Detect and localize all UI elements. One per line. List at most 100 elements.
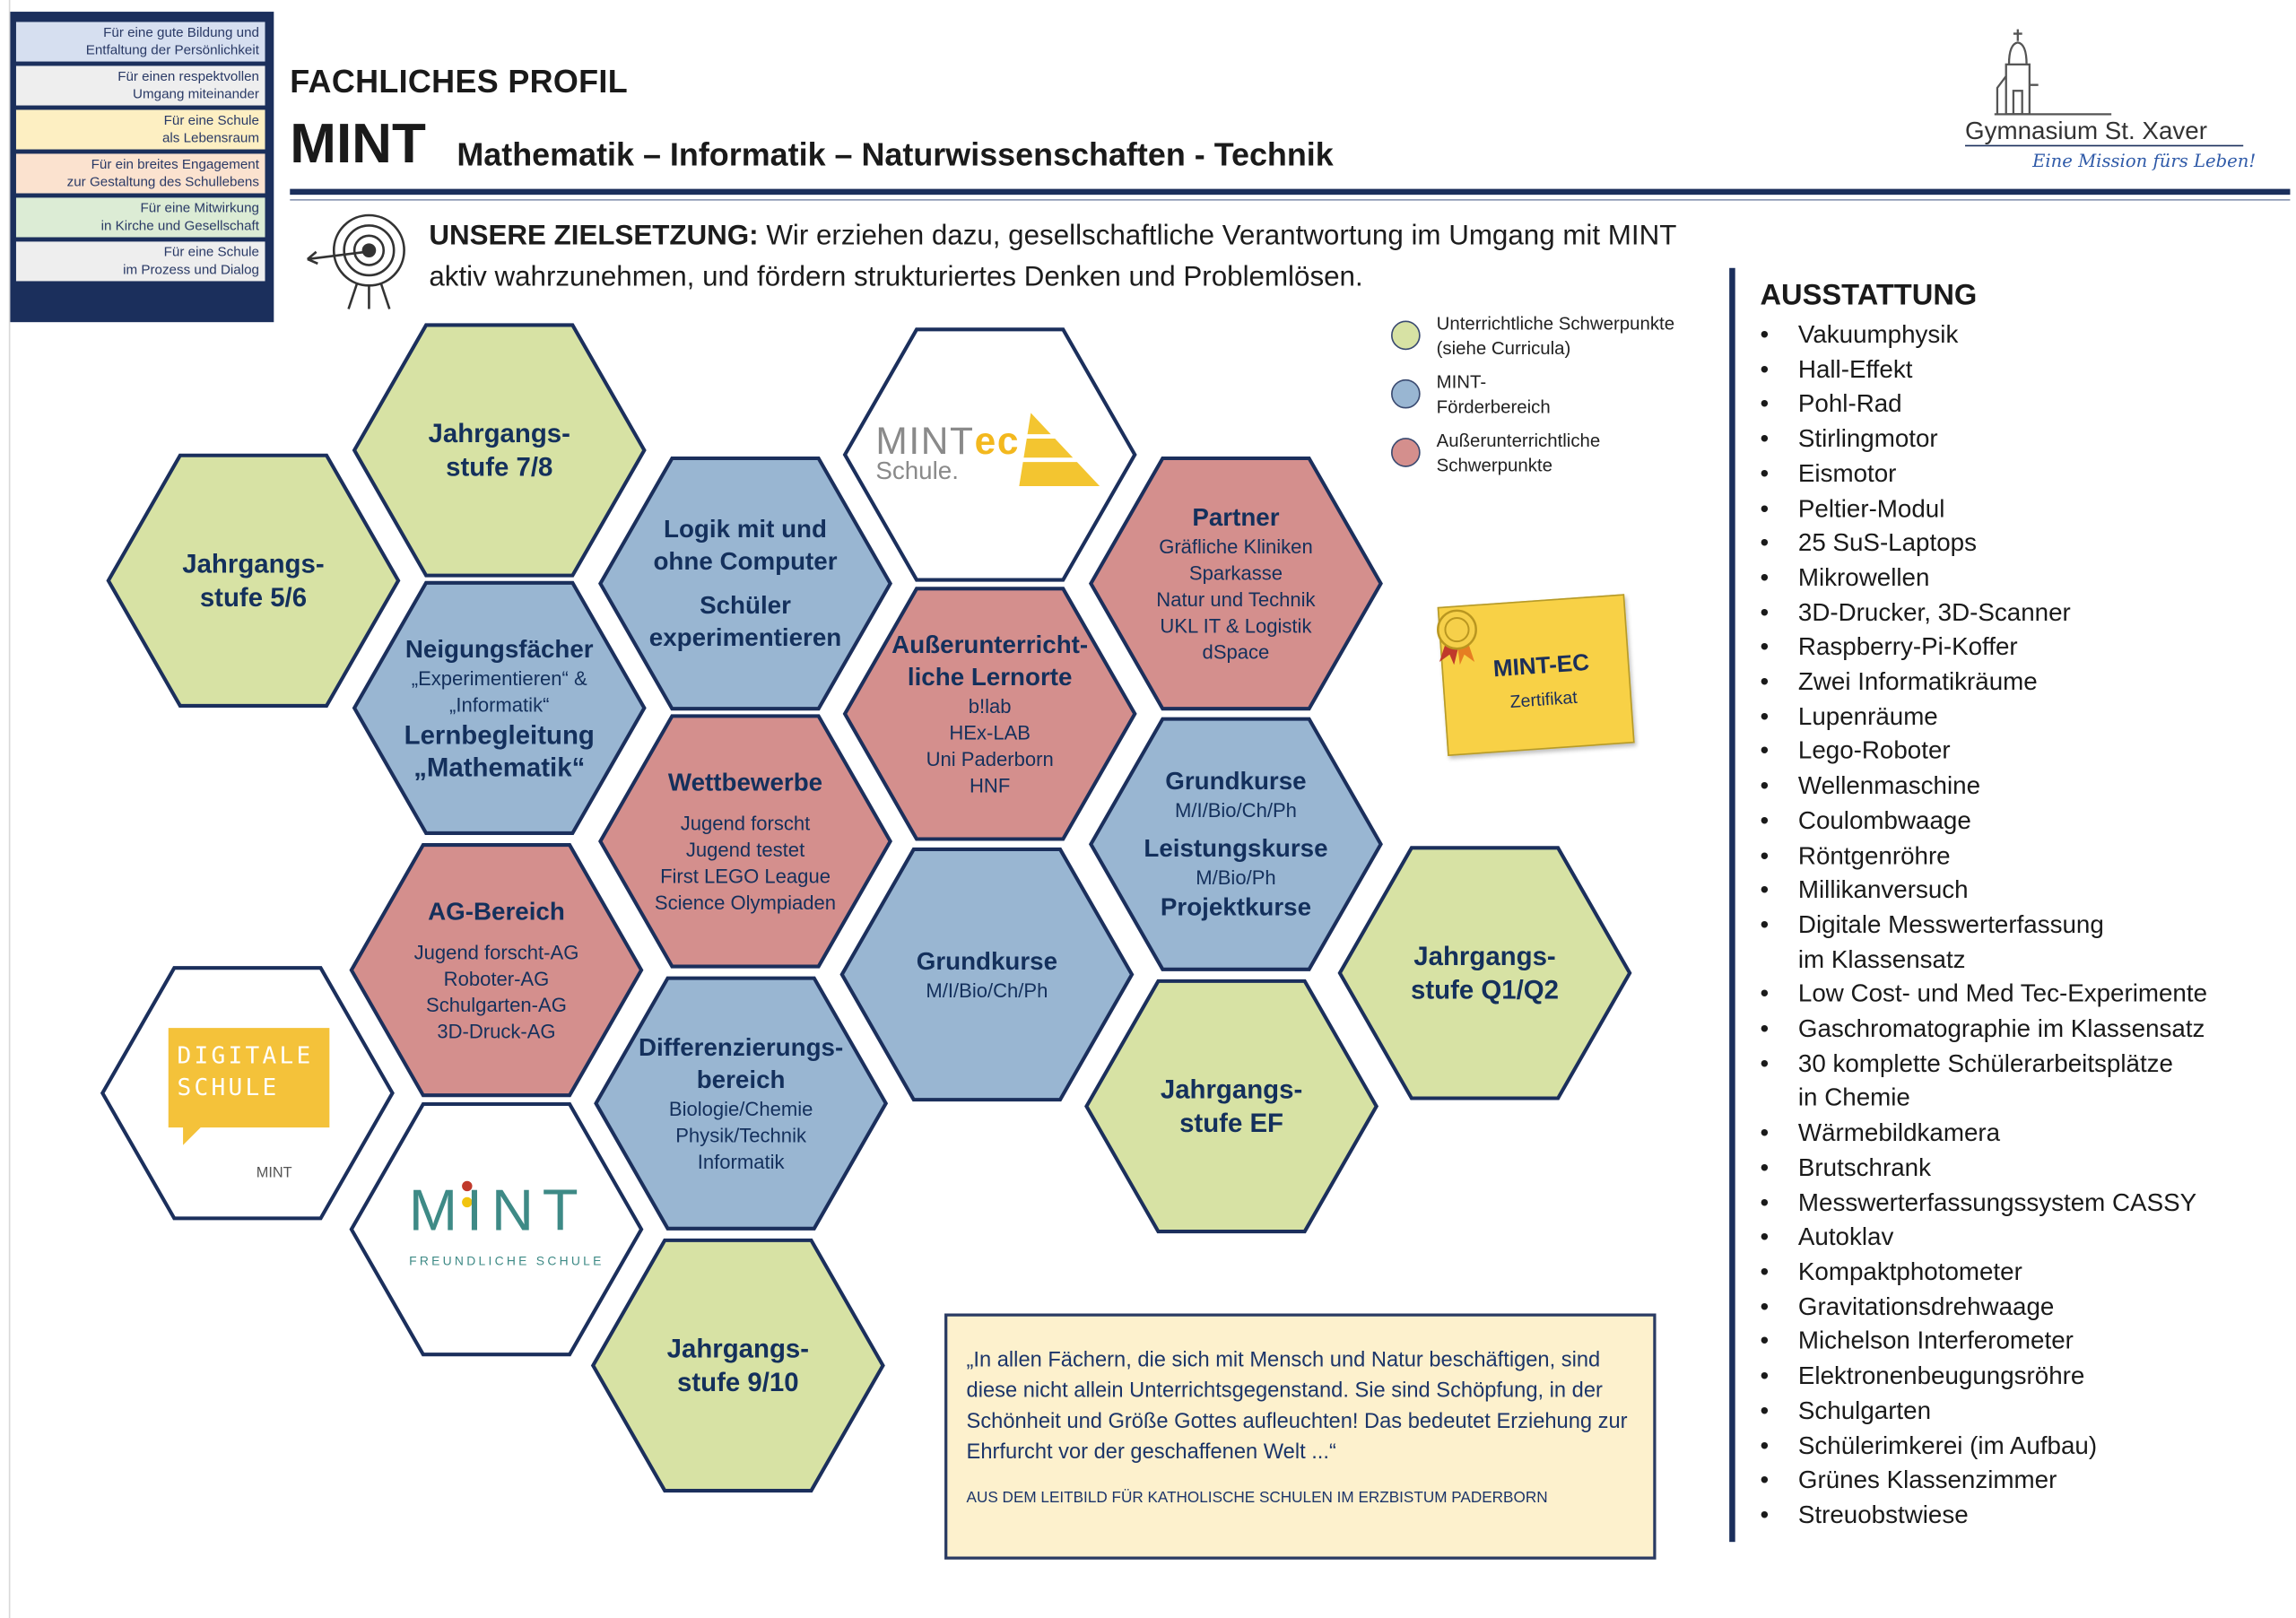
page-subtitle: FACHLICHES PROFIL: [290, 63, 628, 100]
school-motto: Eine Mission fürs Leben!: [2032, 151, 2257, 172]
equipment-item: Lupenräume: [1760, 700, 2207, 735]
hex-title: Jahrgangs- stufe 5/6: [182, 548, 325, 612]
equipment-item: Pohl-Rad: [1760, 387, 2207, 422]
equipment-item: Raspberry-Pi-Koffer: [1760, 631, 2207, 665]
header-rule-thin: [290, 199, 2291, 201]
mint-wordmark: MINT: [408, 1179, 587, 1244]
hex-item: Uni Paderborn: [926, 747, 1054, 770]
equipment-item: Autoklav: [1760, 1220, 2207, 1255]
page-title-rest: Mathematik – Informatik – Naturwissensch…: [457, 135, 1334, 173]
legend-swatch: [1391, 320, 1421, 351]
hex-item: Jugend testet: [685, 838, 805, 861]
equipment-item: Wellenmaschine: [1760, 769, 2207, 804]
hex-item: M/I/Bio/Ch/Ph: [926, 979, 1048, 1001]
legend-label: (siehe Curricula): [1436, 338, 1571, 359]
award-rosette-icon: [1437, 609, 1477, 665]
church-logo-icon: [1994, 29, 2112, 116]
school-name: Gymnasium St. Xaver: [1965, 117, 2207, 145]
hex-title: Differenzierungs- bereich: [638, 1032, 844, 1093]
hex-title: Jahrgangs- stufe 9/10: [666, 1333, 810, 1396]
hex-title: Grundkurse: [1165, 766, 1307, 795]
equipment-title: AUSSTATTUNG: [1760, 279, 1978, 312]
equipment-item: 3D-Drucker, 3D-Scanner: [1760, 596, 2207, 631]
equipment-item: Röntgenröhre: [1760, 839, 2207, 874]
equipment-item: Wärmebildkamera: [1760, 1116, 2207, 1151]
hex-grundkurse: Grundkurse M/I/Bio/Ch/Ph: [839, 847, 1135, 1102]
equipment-item: Vakuumphysik: [1760, 318, 2207, 352]
equipment-item: Millikanversuch: [1760, 873, 2207, 908]
logo-divider: [1965, 144, 2244, 147]
legend-label: Unterrichtliche Schwerpunkte: [1436, 313, 1675, 335]
hex-jahrgang-q1-q2: Jahrgangs- stufe Q1/Q2: [1337, 846, 1632, 1100]
equipment-list: VakuumphysikHall-EffektPohl-RadStirlingm…: [1760, 318, 2207, 1532]
equipment-item: Lego-Roboter: [1760, 735, 2207, 770]
hex-item: Physik/Technik: [675, 1124, 807, 1146]
quote-text: „In allen Fächern, die sich mit Mensch u…: [966, 1348, 1628, 1465]
equipment-item: Kompaktphotometer: [1760, 1255, 2207, 1290]
equipment-item: 30 komplette Schülerarbeitsplätze in Che…: [1760, 1047, 2207, 1116]
hex-title: Jahrgangs- stufe 7/8: [428, 418, 570, 482]
page-border: [8, 0, 11, 1618]
hex-title: Wettbewerbe: [667, 768, 823, 796]
hex-logik: Logik mit und ohne Computer Schüler expe…: [598, 456, 893, 711]
hex-item: M/I/Bio/Ch/Ph: [1174, 798, 1297, 822]
hex-item: M/Bio/Ph: [1196, 866, 1276, 889]
equipment-item: Michelson Interferometer: [1760, 1325, 2207, 1360]
hex-title: Partner: [1192, 502, 1280, 531]
mintec-wordmark: MINTec: [875, 418, 1021, 463]
leitbild-quote-box: „In allen Fächern, die sich mit Mensch u…: [944, 1313, 1657, 1560]
hex-item: 3D-Druck-AG: [437, 1020, 556, 1042]
speech-bubble-icon: [168, 1028, 330, 1145]
equipment-item: Gravitationsdrehwaage: [1760, 1290, 2207, 1325]
hex-item: Jugend forscht-AG: [413, 940, 579, 963]
hex-wettbewerbe: Wettbewerbe Jugend forscht Jugend testet…: [598, 714, 893, 969]
equipment-item: Brutschrank: [1760, 1151, 2207, 1186]
goal-statement: UNSERE ZIELSETZUNG: Wir erziehen dazu, g…: [429, 217, 1718, 299]
hex-ag-bereich: AG-Bereich Jugend forscht-AG Roboter-AG …: [349, 842, 644, 1098]
hex-item: Natur und Technik: [1156, 587, 1316, 610]
hex-item: Jugend forscht: [680, 812, 811, 834]
goal-label: UNSERE ZIELSETZUNG:: [429, 221, 759, 252]
mintec-subtext: Schule.: [875, 457, 959, 485]
page-title: MINT: [290, 114, 426, 176]
hex-item: Gräfliche Kliniken: [1159, 535, 1313, 558]
hex-title: Jahrgangs- stufe Q1/Q2: [1411, 940, 1559, 1005]
equipment-item: Grünes Klassenzimmer: [1760, 1463, 2207, 1498]
hex-title: Leistungskurse: [1144, 833, 1328, 862]
hex-item: dSpace: [1202, 640, 1270, 663]
hex-partner: Partner Gräfliche Kliniken Sparkasse Nat…: [1088, 456, 1383, 711]
equipment-item: Coulombwaage: [1760, 804, 2207, 839]
mint-dot-icon: [462, 1180, 473, 1192]
hex-differenzierung: Differenzierungs- bereich Biologie/Chemi…: [594, 976, 889, 1231]
equipment-item: Stirlingmotor: [1760, 422, 2207, 457]
hex-item: b!lab: [968, 694, 1012, 718]
hex-item: First LEGO League: [660, 865, 831, 887]
hex-title: AG-Bereich: [428, 896, 565, 926]
equipment-item: Mikrowellen: [1760, 561, 2207, 596]
hex-jahrgang-ef: Jahrgangs- stufe EF: [1084, 979, 1379, 1234]
legend-label: Förderbereich: [1436, 396, 1551, 418]
hex-digitale-schule-logo: DIGITALE SCHULE MINT: [100, 966, 395, 1221]
hex-item: Informatik: [697, 1150, 785, 1172]
equipment-bar: [1729, 267, 1735, 1543]
hex-lernorte: Außerunterricht- liche Lernorte b!lab HE…: [842, 587, 1137, 841]
hex-oberstufe-kurse: Grundkurse M/I/Bio/Ch/Ph Leistungskurse …: [1088, 717, 1383, 971]
legend-swatch: [1391, 438, 1421, 467]
hex-neigungsfaecher: Neigungsfächer „Experimentieren“ & „Info…: [352, 580, 647, 836]
equipment-item: Schulgarten: [1760, 1394, 2207, 1429]
equipment-item: Hall-Effekt: [1760, 352, 2207, 387]
hex-title: Jahrgangs- stufe EF: [1160, 1074, 1303, 1137]
hex-jahrgang-7-8: Jahrgangs- stufe 7/8: [352, 323, 647, 578]
hex-item: HEx-LAB: [949, 721, 1031, 744]
hex-jahrgang-5-6: Jahrgangs- stufe 5/6: [106, 453, 401, 708]
hex-mintec-logo: MINTec Schule.: [842, 327, 1137, 582]
equipment-item: 25 SuS-Laptops: [1760, 526, 2207, 561]
equipment-item: Messwerterfassungssystem CASSY: [1760, 1186, 2207, 1221]
equipment-item: Zwei Informatikräume: [1760, 665, 2207, 700]
